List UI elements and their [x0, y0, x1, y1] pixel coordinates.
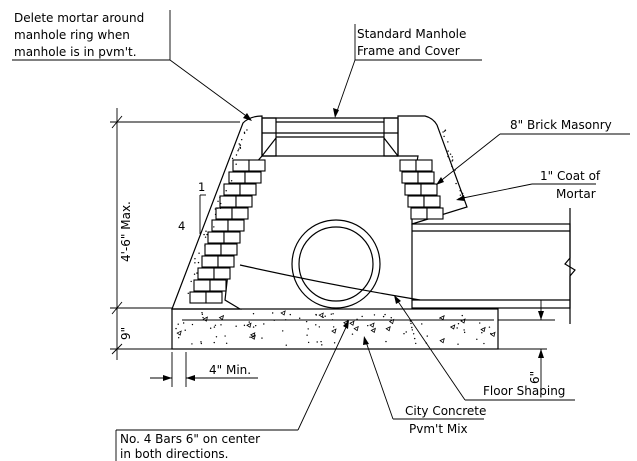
- brick: [227, 219, 245, 232]
- concrete-hatch: [175, 310, 496, 346]
- right-brick-courses: [399, 159, 444, 220]
- brick: [426, 207, 444, 220]
- bars-line-2: in both directions.: [120, 447, 229, 461]
- inlet-pipe: [291, 219, 381, 309]
- brick: [219, 195, 237, 208]
- height-dimension: 4'-6" Max.: [110, 108, 240, 315]
- brick: [407, 195, 425, 208]
- brick: [201, 255, 219, 268]
- frame-cover-line-2: Frame and Cover: [357, 44, 460, 58]
- brick: [399, 159, 417, 172]
- brick: [207, 231, 225, 244]
- brick: [223, 231, 241, 244]
- brick: [231, 207, 249, 220]
- brick: [415, 159, 433, 172]
- callout-city-concrete: City Concrete Pvm't Mix: [363, 336, 486, 436]
- slab-thickness-dimension: 9": [110, 308, 172, 360]
- brick: [209, 279, 227, 292]
- brick: [217, 255, 235, 268]
- concrete-base-slab: [171, 308, 499, 350]
- brick: [189, 291, 207, 304]
- slope-rise-label: 1: [198, 180, 205, 194]
- brick: [423, 195, 441, 208]
- callout-brick-masonry: 8" Brick Masonry: [436, 118, 630, 185]
- floor-shaping-label: Floor Shaping: [483, 384, 565, 398]
- brick: [211, 219, 229, 232]
- floor-shaping-curve: [239, 264, 421, 301]
- brick: [205, 291, 223, 304]
- left-cone-wall: [171, 115, 266, 310]
- brick: [417, 171, 435, 184]
- brick: [420, 183, 438, 196]
- manhole-frame-cover: [261, 117, 399, 157]
- brick: [215, 207, 233, 220]
- left-brick-courses: [189, 159, 266, 304]
- brick: [401, 171, 419, 184]
- bars-line-1: No. 4 Bars 6" on center: [120, 432, 260, 446]
- coat-mortar-line-2: Mortar: [556, 187, 596, 201]
- min-width-dimension: 4" Min.: [150, 352, 258, 387]
- brick: [213, 267, 231, 280]
- brick: [223, 183, 241, 196]
- slab-thickness-label: 9": [119, 327, 133, 340]
- brick: [410, 207, 428, 220]
- callout-coat-mortar: 1" Coat of Mortar: [456, 169, 601, 201]
- brick: [248, 159, 266, 172]
- callout-bars: No. 4 Bars 6" on center in both directio…: [115, 320, 349, 461]
- brick-masonry-label: 8" Brick Masonry: [510, 118, 612, 132]
- height-dimension-label: 4'-6" Max.: [119, 201, 133, 262]
- delete-mortar-line-1: Delete mortar around: [14, 11, 144, 25]
- slope-run-label: 4: [178, 219, 185, 233]
- brick: [404, 183, 422, 196]
- city-concrete-line-1: City Concrete: [405, 404, 486, 418]
- brick: [235, 195, 253, 208]
- coat-mortar-line-1: 1" Coat of: [540, 169, 601, 183]
- offset-dimension: 6": [498, 300, 555, 395]
- brick: [197, 267, 215, 280]
- frame-cover-line-1: Standard Manhole: [357, 27, 466, 41]
- brick: [220, 243, 238, 256]
- brick: [239, 183, 257, 196]
- brick: [204, 243, 222, 256]
- brick: [232, 159, 250, 172]
- offset-label: 6": [528, 371, 542, 384]
- brick: [193, 279, 211, 292]
- delete-mortar-line-2: manhole ring when: [14, 28, 130, 42]
- callout-delete-mortar: Delete mortar around manhole ring when m…: [12, 10, 252, 121]
- outlet-pipe: [411, 208, 576, 324]
- city-concrete-line-2: Pvm't Mix: [409, 422, 468, 436]
- right-cone-wall: [397, 115, 468, 225]
- min-width-label: 4" Min.: [209, 363, 251, 377]
- brick: [244, 171, 262, 184]
- callout-floor-shaping: Floor Shaping: [394, 295, 575, 401]
- slope-indicator: 1 4: [178, 180, 206, 234]
- delete-mortar-line-3: manhole is in pvm't.: [14, 45, 137, 59]
- callout-frame-cover: Standard Manhole Frame and Cover: [333, 24, 482, 118]
